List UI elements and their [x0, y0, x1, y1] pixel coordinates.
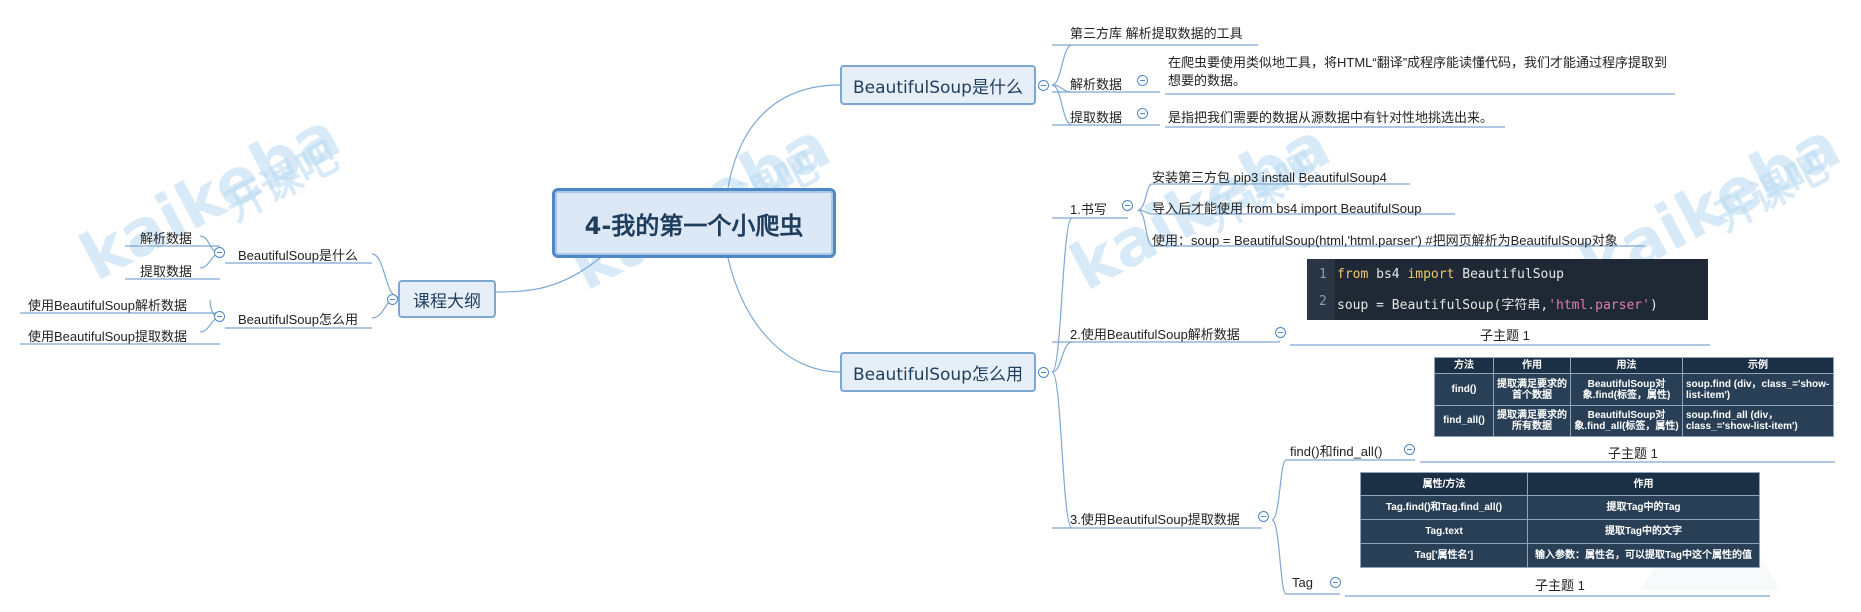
- table-header-row: 属性/方法 作用: [1360, 472, 1760, 496]
- write-item-install[interactable]: 安装第三方包 pip3 install BeautifulSoup4: [1152, 170, 1387, 185]
- collapse-icon[interactable]: [1275, 327, 1286, 338]
- table-header: 属性/方法: [1360, 472, 1528, 496]
- outline-item-what-extract[interactable]: 提取数据: [140, 264, 193, 279]
- table-row: Tag['属性名'] 输入参数：属性名，可以提取Tag中这个属性的值: [1360, 543, 1760, 568]
- write-item-usage[interactable]: 使用：soup = BeautifulSoup(html,'html.parse…: [1152, 233, 1618, 248]
- table-cell: BeautifulSoup对象.find(标签，属性): [1570, 373, 1683, 406]
- collapse-icon[interactable]: [214, 247, 225, 258]
- table-cell: 提取满足要求的首个数据: [1493, 373, 1571, 406]
- what-parse-label[interactable]: 解析数据: [1070, 77, 1123, 92]
- code-gutter: [1307, 259, 1335, 320]
- what-parse-desc[interactable]: 在爬虫要使用类似地工具，将HTML“翻译”成程序能读懂代码，我们才能通过程序提取…: [1168, 55, 1668, 88]
- outline-item-how-parse[interactable]: 使用BeautifulSoup解析数据: [28, 298, 187, 313]
- table-cell: find(): [1434, 373, 1494, 406]
- parse-label[interactable]: 2.使用BeautifulSoup解析数据: [1070, 327, 1240, 342]
- collapse-icon[interactable]: [214, 311, 225, 322]
- outline-node[interactable]: 课程大纲: [398, 280, 496, 318]
- outline-item-how-extract[interactable]: 使用BeautifulSoup提取数据: [28, 329, 187, 344]
- table-cell: 输入参数：属性名，可以提取Tag中这个属性的值: [1527, 543, 1760, 568]
- collapse-icon[interactable]: [1038, 80, 1049, 91]
- table-row: Tag.text 提取Tag中的文字: [1360, 519, 1760, 544]
- table-header: 方法: [1434, 356, 1494, 375]
- tag-label[interactable]: Tag: [1292, 575, 1313, 590]
- code-line-2: soup = BeautifulSoup(字符串,'html.parser'): [1337, 298, 1658, 313]
- table-row: find_all() 提取满足要求的所有数据 BeautifulSoup对象.f…: [1434, 404, 1834, 438]
- table-cell: find_all(): [1434, 404, 1494, 438]
- outline-item-what-parse[interactable]: 解析数据: [140, 231, 193, 246]
- table-cell: soup.find (div，class_='show-list-item'): [1682, 373, 1834, 406]
- table-cell: Tag['属性名']: [1360, 543, 1528, 568]
- table-header: 用法: [1570, 356, 1683, 375]
- tag-subtopic[interactable]: 子主题 1: [1535, 578, 1585, 593]
- outline-item-what[interactable]: BeautifulSoup是什么: [238, 248, 358, 263]
- table-row: Tag.find()和Tag.find_all() 提取Tag中的Tag: [1360, 495, 1760, 520]
- table-header: 作用: [1527, 472, 1760, 496]
- what-extract-label[interactable]: 提取数据: [1070, 110, 1123, 125]
- table-cell: 提取Tag中的Tag: [1527, 495, 1760, 520]
- find-table: 方法 作用 用法 示例 find() 提取满足要求的首个数据 Beautiful…: [1434, 356, 1834, 438]
- collapse-icon[interactable]: [1122, 200, 1133, 211]
- line-number: 2: [1319, 294, 1327, 309]
- find-label[interactable]: find()和find_all(): [1290, 444, 1383, 459]
- table-cell: Tag.text: [1360, 519, 1528, 544]
- table-header: 示例: [1682, 356, 1834, 375]
- extract-label[interactable]: 3.使用BeautifulSoup提取数据: [1070, 512, 1240, 527]
- what-node[interactable]: BeautifulSoup是什么: [840, 65, 1036, 105]
- table-cell: 提取Tag中的文字: [1527, 519, 1760, 544]
- table-header: 作用: [1493, 356, 1571, 375]
- what-lib[interactable]: 第三方库 解析提取数据的工具: [1070, 26, 1243, 41]
- table-cell: Tag.find()和Tag.find_all(): [1360, 495, 1528, 520]
- write-item-import[interactable]: 导入后才能使用 from bs4 import BeautifulSoup: [1152, 201, 1422, 216]
- collapse-icon[interactable]: [1258, 511, 1269, 522]
- code-line-1: from bs4 import BeautifulSoup: [1337, 267, 1564, 282]
- table-cell: soup.find_all (div，class_='show-list-ite…: [1682, 404, 1834, 438]
- table-cell: BeautifulSoup对象.find_all(标签，属性): [1570, 404, 1683, 438]
- collapse-icon[interactable]: [387, 294, 398, 305]
- collapse-icon[interactable]: [1137, 108, 1148, 119]
- table-cell: 提取满足要求的所有数据: [1493, 404, 1571, 438]
- what-extract-desc[interactable]: 是指把我们需要的数据从源数据中有针对性地挑选出来。: [1168, 110, 1494, 125]
- central-topic[interactable]: 4-我的第一个小爬虫: [552, 188, 836, 258]
- tag-table: 属性/方法 作用 Tag.find()和Tag.find_all() 提取Tag…: [1360, 472, 1760, 568]
- collapse-icon[interactable]: [1404, 444, 1415, 455]
- collapse-icon[interactable]: [1038, 367, 1049, 378]
- write-label[interactable]: 1.书写: [1070, 202, 1107, 217]
- how-node[interactable]: BeautifulSoup怎么用: [840, 352, 1036, 392]
- outline-item-how[interactable]: BeautifulSoup怎么用: [238, 312, 358, 327]
- line-number: 1: [1319, 267, 1327, 282]
- code-block: 1 from bs4 import BeautifulSoup 2 soup =…: [1307, 259, 1708, 320]
- table-header-row: 方法 作用 用法 示例: [1434, 356, 1834, 375]
- table-row: find() 提取满足要求的首个数据 BeautifulSoup对象.find(…: [1434, 373, 1834, 406]
- collapse-icon[interactable]: [1330, 577, 1341, 588]
- find-subtopic[interactable]: 子主题 1: [1608, 446, 1658, 461]
- collapse-icon[interactable]: [1137, 75, 1148, 86]
- parse-subtopic[interactable]: 子主题 1: [1480, 328, 1530, 343]
